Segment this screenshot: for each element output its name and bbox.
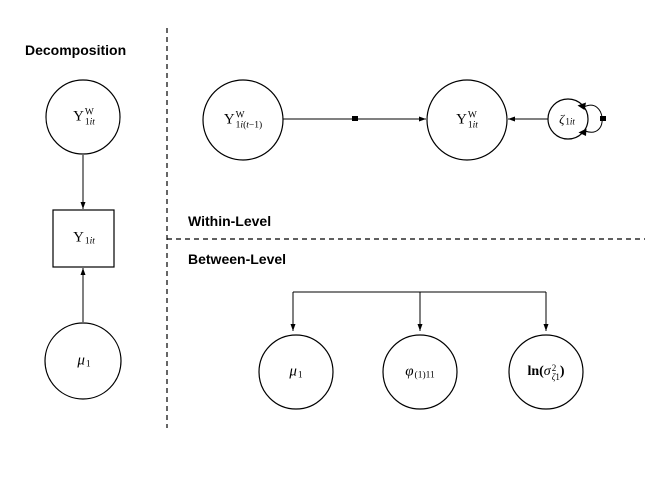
latent-node-ylag <box>202 79 284 161</box>
latent-node-lnsigma <box>508 334 584 410</box>
self-loop-arrowhead-top <box>577 102 586 110</box>
latent-node-phi <box>382 334 458 410</box>
latent-node-mu-decomp <box>44 322 122 400</box>
math-sub: 1 <box>85 359 91 370</box>
math-base: φ <box>405 363 414 380</box>
math-prefix: ln( <box>527 364 544 379</box>
latent-node-ywithin-decomp <box>45 79 121 155</box>
latent-node-mu-between <box>258 334 334 410</box>
math-sub: 1 <box>297 370 303 381</box>
node-label-phi: φ(1)11 <box>405 363 435 381</box>
section-title-decomposition: Decomposition <box>25 42 127 58</box>
math-sub: 1it <box>84 236 95 247</box>
math-base: Y <box>456 111 467 128</box>
self-loop-arrowhead-bottom <box>578 128 587 136</box>
math-base: μ <box>289 363 297 380</box>
observed-node-y <box>52 209 115 268</box>
section-title-within-level: Within-Level <box>188 213 272 229</box>
math-base: ζ <box>559 111 565 127</box>
math-base: Y <box>223 111 235 128</box>
math-base: μ <box>77 352 85 369</box>
math-suffix: ) <box>559 364 565 379</box>
latent-node-ywithin <box>426 79 508 161</box>
math-base: Y <box>73 108 84 125</box>
math-sub: (1)11 <box>414 370 435 381</box>
math-sub: 1it <box>565 116 575 127</box>
section-title-between-level: Between-Level <box>188 251 287 267</box>
random-slope-dot <box>352 116 358 121</box>
math-base: Y <box>73 229 84 246</box>
random-variance-dot <box>600 116 606 121</box>
math-base: σ <box>543 364 551 379</box>
